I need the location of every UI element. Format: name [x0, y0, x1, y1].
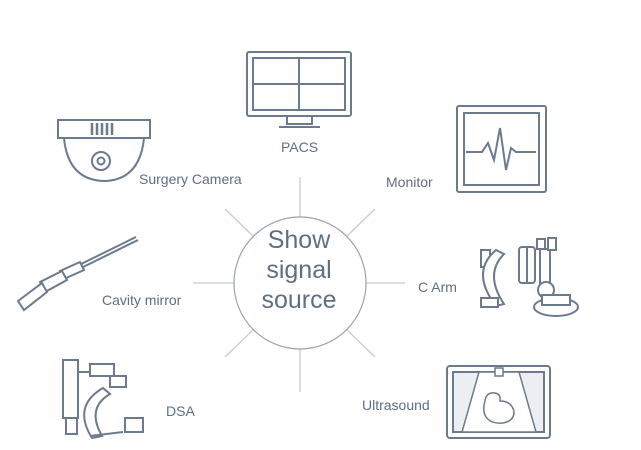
center-title: Show signal source	[236, 225, 362, 315]
label-surgery-camera: Surgery Camera	[139, 171, 242, 187]
pacs-monitor-icon	[246, 51, 352, 128]
patient-monitor-icon	[456, 105, 547, 193]
center-line-3: source	[261, 286, 337, 314]
center-line-2: signal	[266, 256, 332, 284]
dome-camera-icon	[57, 119, 151, 183]
dsa-machine-icon	[62, 359, 144, 440]
label-cavity-mirror: Cavity mirror	[102, 292, 182, 308]
center-line-1: Show	[267, 226, 331, 254]
c-arm-icon	[480, 237, 579, 317]
label-ultrasound: Ultrasound	[362, 397, 430, 413]
ultrasound-display-icon	[446, 365, 551, 439]
label-monitor: Monitor	[386, 174, 433, 190]
endoscope-icon	[16, 236, 139, 312]
radial-spokes	[193, 177, 405, 392]
label-c-arm: C Arm	[418, 279, 457, 295]
center-circle	[233, 216, 367, 350]
label-pacs: PACS	[281, 139, 319, 155]
label-dsa: DSA	[166, 403, 195, 419]
